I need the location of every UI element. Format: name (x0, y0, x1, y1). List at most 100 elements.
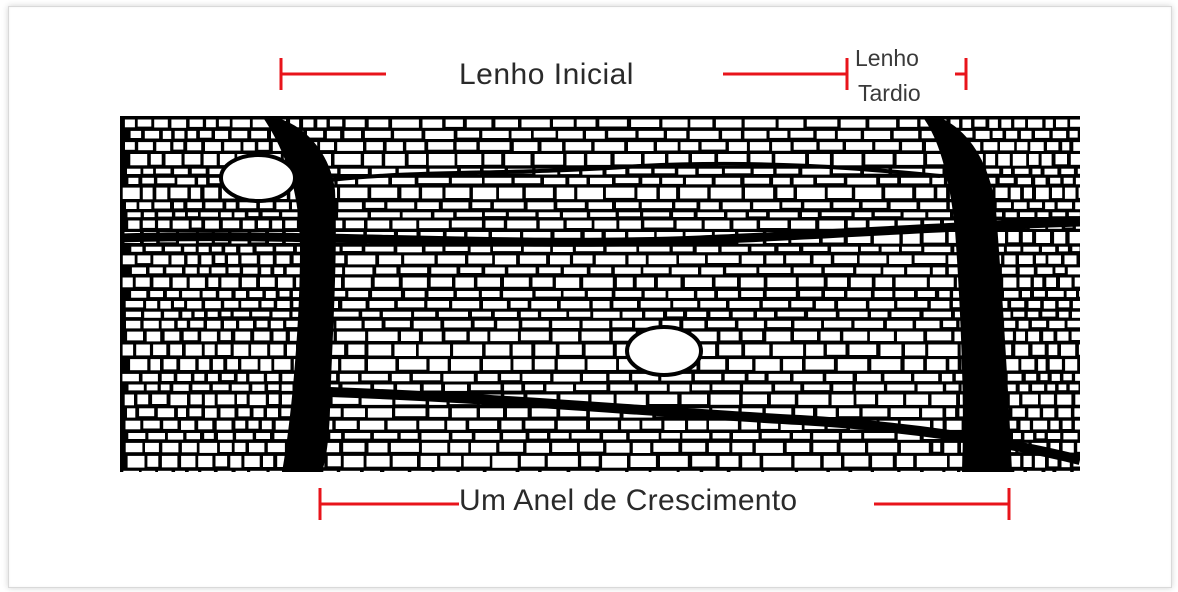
cell (976, 471, 985, 480)
cell (1058, 408, 1071, 417)
cell (343, 247, 362, 251)
cell (822, 212, 852, 216)
cell (126, 421, 141, 430)
cell (173, 142, 183, 150)
cell (535, 359, 555, 369)
cell (178, 408, 186, 417)
cell (167, 291, 179, 297)
cell (535, 345, 556, 356)
cell (160, 301, 171, 309)
cell (153, 345, 166, 356)
cell (814, 255, 831, 264)
cell (828, 278, 847, 287)
cell (756, 443, 783, 453)
cell (820, 142, 843, 150)
cell (157, 178, 174, 184)
cell (425, 131, 453, 139)
cell (235, 443, 246, 452)
cell (123, 188, 140, 199)
cell (720, 332, 738, 341)
cell (413, 374, 440, 380)
cell (1079, 188, 1088, 198)
cell (783, 359, 802, 370)
cell (695, 374, 721, 380)
cell (808, 312, 836, 318)
cell (778, 312, 804, 317)
cell (187, 142, 201, 150)
cell (250, 471, 266, 479)
cell (1028, 332, 1039, 342)
cell (165, 247, 181, 252)
cell (431, 278, 452, 287)
cell (1065, 255, 1077, 264)
cell (897, 332, 923, 342)
cell (472, 202, 490, 208)
cell (261, 267, 270, 274)
cell (583, 321, 610, 328)
cell (485, 212, 506, 216)
cell (1035, 178, 1045, 185)
cell (637, 188, 656, 199)
cell (599, 471, 625, 479)
cell (327, 131, 340, 139)
cell (1030, 142, 1043, 151)
cell (540, 221, 564, 229)
cell (596, 255, 626, 264)
cell (268, 443, 285, 452)
cell (446, 247, 468, 251)
cell (485, 178, 512, 184)
cell (1081, 359, 1091, 370)
cell (871, 312, 888, 318)
cell (870, 332, 894, 341)
cell (1004, 255, 1015, 264)
cell (779, 247, 800, 251)
cell (1059, 247, 1068, 252)
cell (244, 456, 259, 467)
cell (219, 120, 230, 127)
cell (521, 312, 538, 318)
cell (1075, 421, 1083, 430)
cell (1073, 142, 1085, 151)
cell (418, 178, 448, 183)
cell (690, 131, 719, 139)
cell (192, 221, 202, 228)
cell (1021, 359, 1034, 370)
cell (872, 456, 893, 467)
cell (786, 255, 810, 263)
cell (170, 345, 182, 356)
cell (566, 142, 592, 150)
cell (729, 142, 747, 151)
cell (876, 278, 893, 288)
cell (1041, 374, 1048, 380)
cell (126, 443, 143, 452)
cell (662, 120, 687, 128)
cell (127, 169, 141, 174)
cell (333, 312, 358, 317)
cell (1000, 178, 1014, 183)
cell (855, 188, 881, 199)
cell (249, 421, 259, 429)
cell (341, 169, 368, 174)
cell (386, 321, 410, 328)
cell (393, 221, 417, 229)
cell (1072, 332, 1086, 340)
cell (447, 421, 465, 430)
cell (608, 131, 635, 138)
cell (452, 221, 482, 228)
cell (1070, 131, 1078, 138)
cell (188, 255, 198, 264)
cell (503, 291, 532, 298)
cell (615, 154, 641, 164)
cell (240, 247, 252, 253)
cell (471, 385, 501, 391)
cell (564, 291, 585, 297)
cell (1006, 131, 1017, 139)
cell (521, 456, 545, 467)
cell (725, 374, 745, 381)
cell (274, 267, 283, 274)
cell (217, 421, 232, 430)
cell (594, 221, 616, 229)
cell (1038, 267, 1053, 274)
cell (716, 178, 741, 185)
cell (242, 278, 256, 288)
